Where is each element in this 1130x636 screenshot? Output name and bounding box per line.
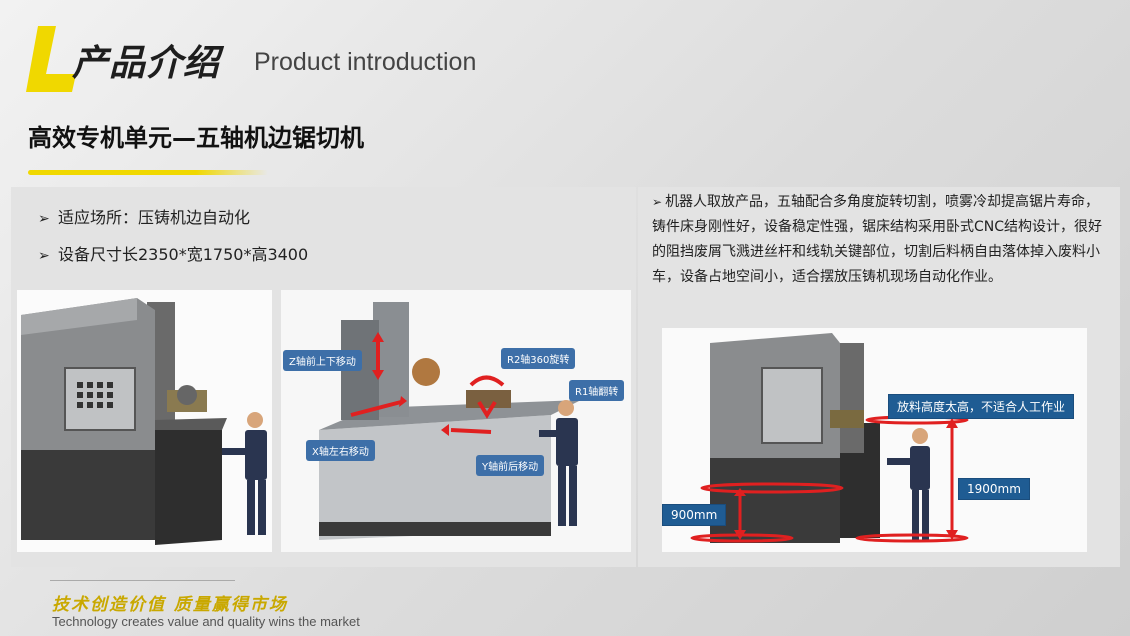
bullet-arrow-icon: ➢ bbox=[652, 195, 663, 209]
title-underline bbox=[28, 170, 268, 175]
description-text: ➢机器人取放产品，五轴配合多角度旋转切割，喷雾冷却提高锯片寿命，铸件床身刚性好，… bbox=[652, 194, 1103, 285]
height-comparison-photo: 放料高度太高，不适合人工作业 1900mm 900mm bbox=[662, 328, 1087, 552]
bullet-item: ➢设备尺寸长2350*宽1750*高3400 bbox=[38, 245, 309, 264]
page-title-en: Product introduction bbox=[254, 48, 477, 76]
section-title: 高效专机单元—五轴机边锯切机 bbox=[28, 124, 364, 152]
height-warning-callout: 放料高度太高，不适合人工作业 bbox=[888, 394, 1075, 419]
footer-divider bbox=[50, 580, 235, 581]
footer-slogan-cn: 技术创造价值 质量赢得市场 bbox=[52, 595, 288, 615]
bullet-arrow-icon: ➢ bbox=[38, 248, 50, 264]
logo-l-icon bbox=[26, 26, 76, 92]
x-axis-callout: X轴左右移动 bbox=[306, 440, 375, 461]
z-axis-callout: Z轴前上下移动 bbox=[283, 350, 362, 371]
y-axis-callout: Y轴前后移动 bbox=[476, 455, 545, 476]
footer-slogan-en: Technology creates value and quality win… bbox=[52, 614, 360, 629]
bullet-item: ➢适应场所：压铸机边自动化 bbox=[38, 208, 251, 227]
height-900-label: 900mm bbox=[662, 504, 727, 526]
bullet-arrow-icon: ➢ bbox=[38, 211, 50, 227]
machine-photo-axes: Z轴前上下移动 R2轴360旋转 R1轴翻转 X轴左右移动 Y轴前后移动 bbox=[281, 290, 631, 552]
height-1900-label: 1900mm bbox=[958, 478, 1030, 500]
page-title: 产品介绍 bbox=[72, 43, 221, 84]
r2-axis-callout: R2轴360旋转 bbox=[501, 348, 576, 369]
r1-axis-callout: R1轴翻转 bbox=[569, 380, 625, 401]
machine-photo-front bbox=[17, 290, 272, 552]
